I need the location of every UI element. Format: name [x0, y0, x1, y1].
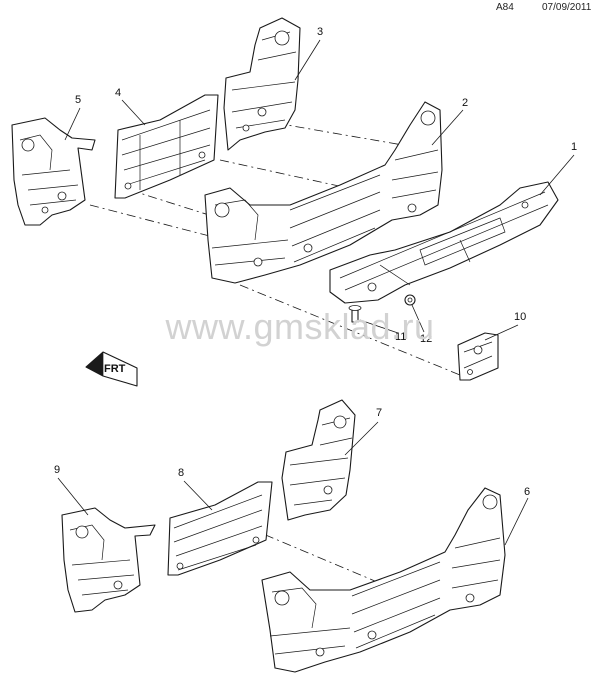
- part-2-rear-floor-assembly: [204, 101, 443, 284]
- watermark: www.gmsklad.ru: [165, 306, 435, 347]
- part-10-plate: [457, 332, 499, 381]
- part-8-inner-rail: [167, 481, 273, 576]
- diagram-code: A84: [496, 2, 514, 13]
- callout-10: 10: [514, 311, 527, 323]
- part-1-cross-member: [329, 181, 559, 304]
- callout-5: 5: [75, 94, 82, 106]
- part-6-rear-floor-assembly: [261, 487, 506, 673]
- part-11-bolt: [348, 305, 362, 323]
- callout-9: 9: [54, 464, 61, 476]
- part-5-left-bracket: [11, 117, 96, 226]
- callout-3: 3: [317, 26, 324, 38]
- part-3-rear-panel: [223, 17, 301, 151]
- callout-12: 12: [420, 333, 433, 345]
- diagram-date: 07/09/2011: [542, 2, 592, 13]
- callout-6: 6: [524, 486, 531, 498]
- part-7-rear-panel: [281, 399, 356, 521]
- callout-7: 7: [376, 407, 383, 419]
- callout-4: 4: [115, 87, 122, 99]
- front-arrow-icon: [85, 351, 138, 387]
- part-12-nut: [404, 294, 416, 306]
- leader-lines: [57, 39, 575, 546]
- part-9-left-bracket: [61, 507, 156, 613]
- callout-8: 8: [178, 467, 185, 479]
- callout-1: 1: [571, 141, 578, 153]
- callout-11: 11: [395, 331, 407, 343]
- part-4-inner-rail: [114, 94, 219, 199]
- callout-2: 2: [462, 97, 469, 109]
- front-label: FRT: [104, 363, 126, 375]
